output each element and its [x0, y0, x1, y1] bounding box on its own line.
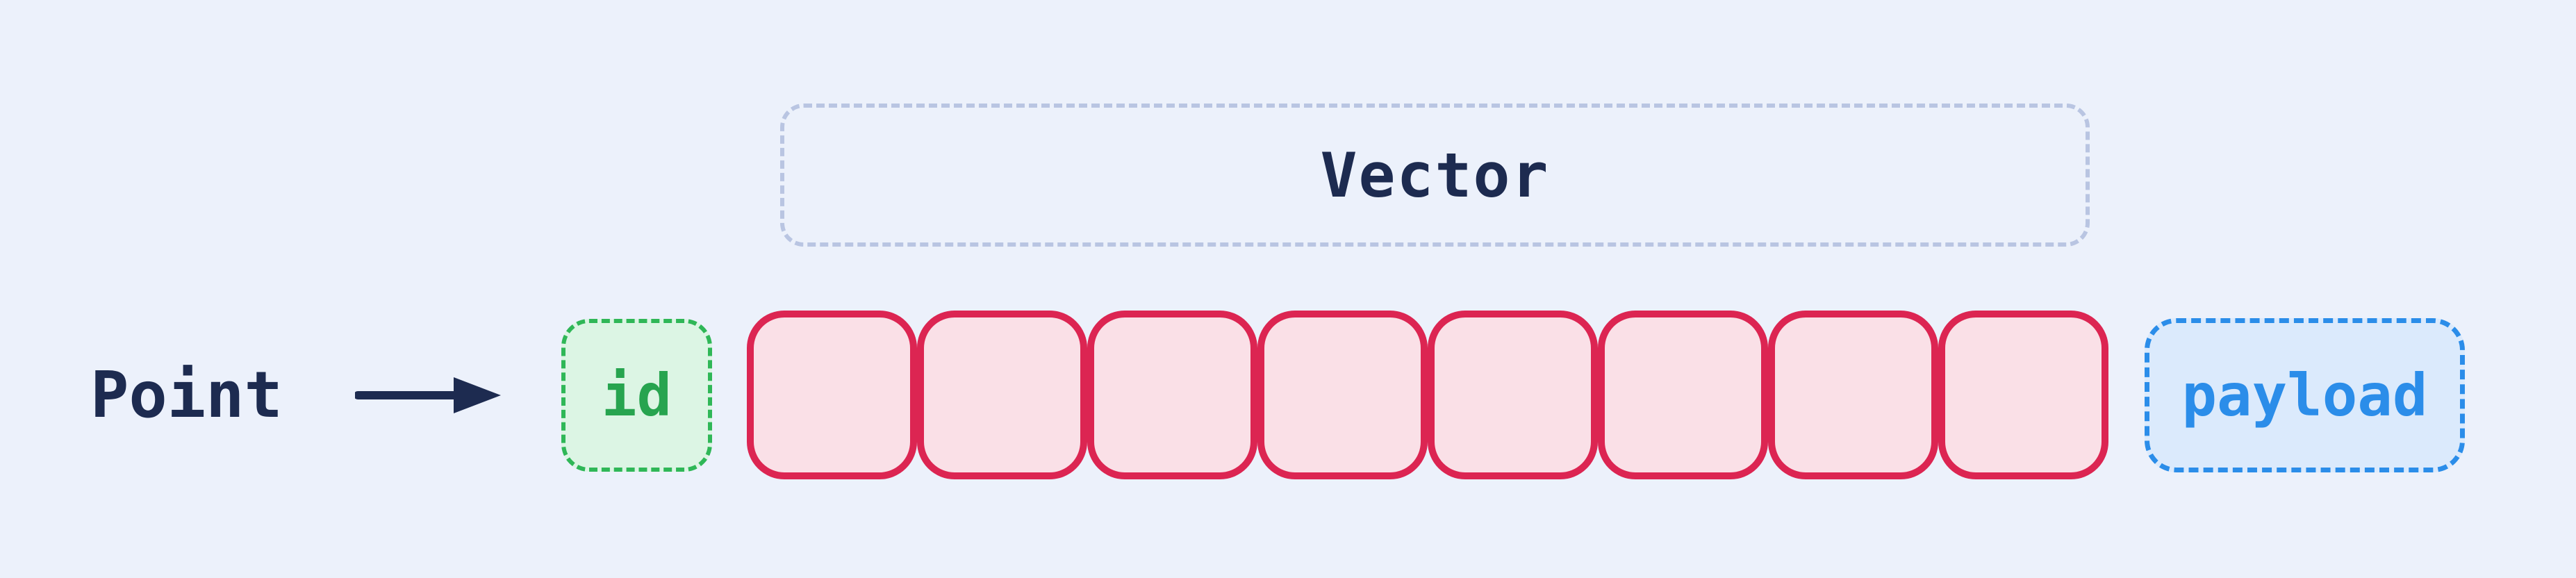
vector-cell: [916, 311, 1087, 479]
vector-label-box: Vector: [780, 104, 2090, 247]
payload-label: payload: [2181, 361, 2428, 429]
point-row: Point id payload: [90, 311, 2465, 479]
point-label: Point: [90, 358, 283, 432]
arrow-right-icon: [354, 377, 501, 413]
vector-cell: [746, 311, 917, 479]
vector-label: Vector: [1320, 139, 1550, 211]
payload-box: payload: [2144, 317, 2465, 472]
vector-cell: [1767, 311, 1938, 479]
id-label: id: [601, 361, 672, 429]
id-box: id: [561, 318, 712, 472]
vector-cell: [1257, 311, 1428, 479]
vector-cell: [1087, 311, 1257, 479]
vector-cells: [746, 311, 2108, 479]
vector-cell: [1938, 311, 2108, 479]
vector-cell: [1427, 311, 1598, 479]
vector-cell: [1597, 311, 1768, 479]
